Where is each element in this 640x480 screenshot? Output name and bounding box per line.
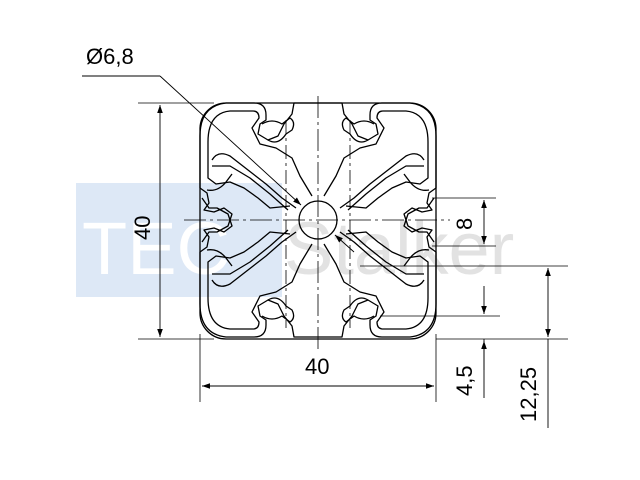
profile-quadrant-top-left (199, 102, 318, 243)
height-label: 40 (130, 216, 155, 240)
offset-label: 12,25 (516, 367, 541, 422)
diameter-label: Ø6,8 (86, 44, 134, 69)
width-label: 40 (305, 354, 329, 379)
diameter-leader (82, 75, 355, 253)
dimension-lines (157, 105, 551, 428)
extension-lines (138, 102, 568, 402)
depth-label: 4,5 (452, 365, 477, 396)
watermark-panel (76, 183, 282, 297)
profile-outline (199, 102, 437, 340)
profile-outer-square (199, 102, 437, 340)
center-bore (298, 200, 338, 240)
slot-label: 8 (452, 218, 477, 230)
watermark-text-right: Stalker (284, 207, 514, 290)
